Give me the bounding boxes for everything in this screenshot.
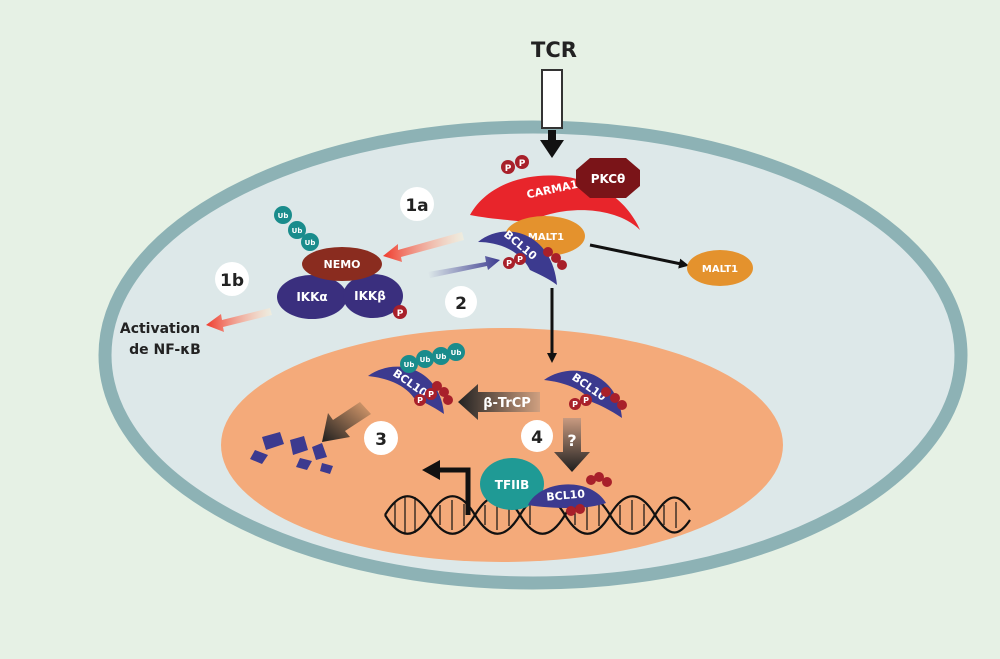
ikk-alpha-label: IKKα <box>296 290 327 304</box>
svg-text:P: P <box>506 259 512 268</box>
svg-text:P: P <box>517 255 523 264</box>
step-4-badge: 4 <box>521 420 553 452</box>
bcl10-dna-bound <box>528 484 606 508</box>
svg-text:Ub: Ub <box>292 227 303 235</box>
btrcp-arrow: β-TrCP <box>458 384 540 420</box>
bcl10-nuclear <box>544 370 622 418</box>
question-mark: ? <box>567 431 576 450</box>
carma1-phospho-1: P <box>501 160 515 174</box>
malt1-free-label: MALT1 <box>702 264 738 275</box>
pkc-theta <box>576 158 640 198</box>
bcl10-dna-phospho <box>566 472 612 516</box>
svg-text:P: P <box>583 396 589 405</box>
svg-text:Ub: Ub <box>436 353 447 361</box>
svg-text:1a: 1a <box>405 196 428 216</box>
arrow-4: ? <box>554 418 590 472</box>
pkc-label: PKCθ <box>591 172 626 186</box>
carma1-phospho-2: P <box>515 155 529 169</box>
arrow-to-malt1 <box>589 243 689 269</box>
transcription-arrow <box>422 460 471 515</box>
nemo <box>302 247 382 281</box>
arrow-2 <box>428 256 500 278</box>
bcl10-degraded-fragments <box>250 432 333 474</box>
svg-text:4: 4 <box>531 428 543 448</box>
svg-text:P: P <box>572 400 578 409</box>
tfiib <box>480 458 544 510</box>
nucleus <box>221 328 783 562</box>
svg-text:P: P <box>397 309 404 319</box>
svg-text:1b: 1b <box>220 271 244 291</box>
tcr-signal-arrow <box>540 130 564 158</box>
btrcp-label: β-TrCP <box>483 396 531 411</box>
bcl10-ubiquitinated-phospho: P P <box>414 381 453 406</box>
arrow-1b <box>206 308 272 332</box>
step-1a-badge: 1a <box>400 187 434 221</box>
svg-text:2: 2 <box>455 294 467 314</box>
tcr-receptor <box>541 69 563 129</box>
ikk-beta <box>343 274 403 318</box>
nemo-label: NEMO <box>323 258 360 271</box>
tcr-label: TCR <box>531 38 577 62</box>
bcl10-nuclear-phospho: P P <box>569 387 627 410</box>
svg-text:Ub: Ub <box>420 356 431 364</box>
arrow-3 <box>322 402 371 442</box>
bcl10-dna-label: BCL10 <box>546 487 586 503</box>
ikk-beta-phospho: P <box>393 305 407 319</box>
svg-text:P: P <box>417 396 423 405</box>
malt1-complex-label: MALT1 <box>528 232 564 243</box>
svg-text:Ub: Ub <box>451 349 462 357</box>
malt1-free <box>687 250 753 286</box>
activation-label-1: Activation <box>120 321 200 337</box>
svg-text:Ub: Ub <box>404 361 415 369</box>
activation-label-2: de NF-κB <box>129 342 201 358</box>
step-2-badge: 2 <box>445 286 477 318</box>
svg-text:P: P <box>519 159 526 169</box>
ub-chain-bcl10: Ub Ub Ub Ub <box>400 343 465 373</box>
arrow-1a <box>383 232 464 262</box>
step-3-badge: 3 <box>364 421 398 455</box>
svg-text:3: 3 <box>375 430 387 450</box>
bcl10-membrane <box>478 231 557 285</box>
ikk-alpha <box>277 275 347 319</box>
svg-text:P: P <box>428 390 434 399</box>
bcl10-membrane-phospho: P P <box>503 247 567 270</box>
ub-chain-nemo: Ub Ub Ub <box>274 206 319 251</box>
svg-text:Ub: Ub <box>305 239 316 247</box>
svg-text:Ub: Ub <box>278 212 289 220</box>
step-1b-badge: 1b <box>215 262 249 296</box>
ikk-beta-label: IKKβ <box>354 289 386 303</box>
svg-text:P: P <box>505 164 512 174</box>
tfiib-label: TFIIB <box>495 478 529 492</box>
